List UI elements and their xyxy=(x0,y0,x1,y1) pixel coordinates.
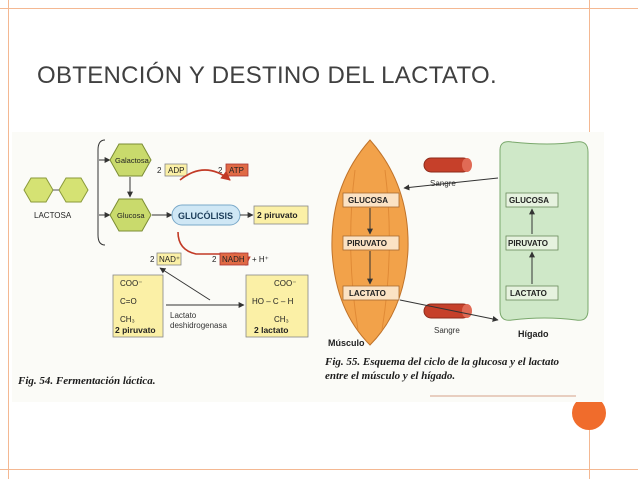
muscle-glucosa-box xyxy=(342,192,400,208)
lactato-ch3: CH₃ xyxy=(274,315,289,324)
fig55-caption-num: Fig. 55. xyxy=(325,356,361,368)
muscle-glucosa-label: GLUCOSA xyxy=(348,196,388,205)
lactato-hch: HO – C – H xyxy=(252,297,294,306)
lactosa-hexagon-1 xyxy=(23,177,54,203)
nadh-box xyxy=(219,252,249,266)
liver-glucosa-box xyxy=(505,192,559,208)
liver-shape xyxy=(499,141,589,321)
fig54-caption-text: Fermentación láctica. xyxy=(55,375,156,387)
piruvato-box-label: 2 piruvato xyxy=(257,210,298,220)
liver-lactato-box xyxy=(505,285,559,301)
liver-lactato-label: LACTATO xyxy=(510,289,547,298)
muscle-lactato-box xyxy=(342,285,400,301)
fig55-caption-text2: entre el músculo y el hígado. xyxy=(325,370,456,382)
nadh-coefficient: 2 xyxy=(212,255,217,264)
nad-label: NAD⁺ xyxy=(159,255,180,264)
lactato-molecule-label: 2 lactato xyxy=(254,325,289,335)
enzyme-label-2: deshidrogenasa xyxy=(170,321,227,330)
fig55-caption-line1: Fig. 55. Esquema del ciclo de la glucosa… xyxy=(325,356,559,368)
frame-bottom-line xyxy=(0,469,638,470)
lactato-molecule-box xyxy=(245,274,309,338)
enzyme-label-1: Lactato xyxy=(170,311,197,320)
galactosa-label: Galactosa xyxy=(115,156,150,165)
slide-title: OBTENCIÓN Y DESTINO DEL LACTATO. xyxy=(37,62,497,89)
atp-label: ATP xyxy=(229,166,244,175)
higado-label: Hígado xyxy=(518,329,549,339)
liver-piruvato-box xyxy=(505,235,559,251)
piruvato-co: C=O xyxy=(120,297,137,306)
blood-vessel-top-end xyxy=(462,158,472,172)
muscle-lactato-label: LACTATO xyxy=(349,289,386,298)
adp-box xyxy=(164,163,188,177)
h-plus-label: + H⁺ xyxy=(252,255,269,264)
glucosa-label: Glucosa xyxy=(117,211,145,220)
lactosa-hexagon-2 xyxy=(58,177,89,203)
fig55-caption-line2: entre el músculo y el hígado. xyxy=(325,370,455,382)
lactosa-label: LACTOSA xyxy=(34,211,72,220)
fig54-caption-num: Fig. 54. xyxy=(18,375,54,387)
lactato-coo: COO⁻ xyxy=(274,279,296,288)
adp-coefficient: 2 xyxy=(157,166,162,175)
blood-vessel-bottom-end xyxy=(462,304,472,318)
piruvato-ch3: CH₃ xyxy=(120,315,135,324)
liver-piruvato-label: PIRUVATO xyxy=(508,239,548,248)
nadh-label: NADH xyxy=(222,255,245,264)
muscle-to-liver-arrow xyxy=(399,299,499,322)
adp-label: ADP xyxy=(168,166,184,175)
frame-left-line xyxy=(8,0,9,479)
piruvato-coo: COO⁻ xyxy=(120,279,142,288)
piruvato-molecule-box xyxy=(112,274,164,338)
piruvato-molecule-label: 2 piruvato xyxy=(115,325,156,335)
frame-top-line xyxy=(0,8,638,9)
piruvato-box xyxy=(253,205,309,225)
sangre-bottom-label: Sangre xyxy=(434,326,460,335)
atp-box xyxy=(225,163,249,177)
musculo-label: Músculo xyxy=(328,338,365,348)
muscle-piruvato-label: PIRUVATO xyxy=(347,239,387,248)
muscle-piruvato-box xyxy=(342,235,400,251)
liver-to-muscle-arrow xyxy=(403,177,499,191)
nad-box xyxy=(156,252,182,266)
galactosa-hexagon xyxy=(109,143,152,177)
nad-return-arrow xyxy=(159,267,211,301)
glucosa-hexagon xyxy=(109,198,152,232)
liver-glucosa-label: GLUCOSA xyxy=(509,196,549,205)
adp-atp-curve xyxy=(179,169,231,181)
atp-coefficient: 2 xyxy=(218,166,223,175)
fig55-caption-text1: Esquema del ciclo de la glucosa y el lac… xyxy=(362,356,560,368)
glucolisis-label: GLUCÓLISIS xyxy=(178,210,233,221)
nad-coefficient: 2 xyxy=(150,255,155,264)
fig54-caption: Fig. 54. Fermentación láctica. xyxy=(18,375,156,387)
hydrolysis-bracket xyxy=(97,139,106,246)
